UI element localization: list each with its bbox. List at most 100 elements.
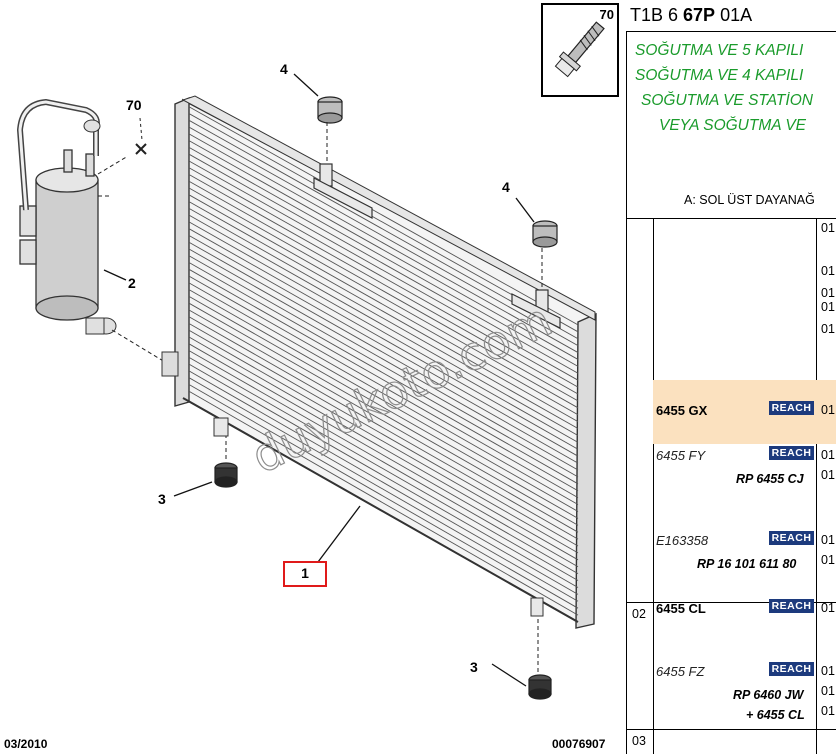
fin-line [188, 282, 579, 505]
fin-line [188, 329, 579, 554]
part-ref-e163358[interactable]: E163358 [656, 533, 709, 548]
fin-line [188, 268, 579, 492]
receiver-drier[interactable] [19, 149, 99, 321]
fin-line [188, 384, 579, 609]
fin-line [188, 167, 579, 388]
replacement-ref[interactable]: RP 6455 CJ [736, 472, 804, 486]
fin-line [188, 221, 579, 443]
fin-line [188, 356, 579, 581]
reach-badge: REACH [769, 662, 814, 676]
group-number: 03 [632, 734, 646, 748]
desc-line: SOĞUTMA VE STATİON [641, 92, 813, 109]
group-divider [626, 602, 836, 603]
fin-line [188, 214, 579, 436]
fin-line [188, 207, 579, 429]
rubber-mount-4a[interactable] [317, 96, 343, 124]
rubber-mount-3b[interactable] [528, 674, 552, 700]
callout-70: 70 [126, 97, 142, 113]
fin-line [188, 248, 579, 471]
replacement-ref[interactable]: RP 6460 JW [733, 688, 804, 702]
fin-line [188, 194, 579, 416]
inlet-fitting [161, 351, 179, 377]
fin-line [188, 309, 579, 533]
fin-line [188, 350, 579, 575]
screw-icon [554, 21, 605, 78]
part-ref-6455-cl[interactable]: 6455 CL [656, 601, 706, 616]
qty-cell: 01 [821, 221, 835, 235]
fin-line [188, 377, 579, 602]
part-70-thumbnail[interactable]: 70 [541, 3, 619, 97]
replacement-ref[interactable]: RP 16 101 611 80 [697, 557, 797, 571]
fin-line [188, 174, 579, 395]
fin-line [188, 323, 579, 547]
highlighted-callout-box[interactable] [283, 561, 327, 587]
callout-4a: 4 [280, 61, 288, 77]
thumbnail-number: 70 [599, 7, 614, 22]
mount-pin-right [511, 289, 561, 329]
fin-line [188, 133, 579, 353]
qty-cell: 01 [821, 300, 835, 314]
fin-line [188, 336, 579, 561]
replacement-ref[interactable]: + 6455 CL [746, 708, 805, 722]
part-ref-6455-gx[interactable]: 6455 GX [656, 403, 708, 418]
pipe-fitting [83, 119, 117, 335]
qty-cell: 01 [821, 533, 835, 547]
fin-line [188, 262, 579, 485]
group-number: 02 [632, 607, 646, 621]
reach-badge: REACH [769, 446, 814, 460]
fin-line [188, 153, 579, 374]
lower-pin-left [213, 417, 229, 437]
fin-line [188, 296, 579, 519]
fin-line [188, 343, 579, 568]
fin-line [188, 228, 579, 450]
title-prefix: T1B 6 [630, 5, 684, 25]
callout-3b: 3 [470, 659, 478, 675]
rubber-mount-3a[interactable] [214, 462, 238, 488]
fin-line [188, 106, 579, 326]
qty-cell: 01 [821, 403, 835, 417]
condenser-radiator[interactable] [174, 95, 597, 629]
rubber-mount-4b[interactable] [532, 220, 558, 248]
title-code: 67P [683, 5, 716, 25]
fin-line [188, 201, 579, 423]
col-divider [816, 218, 817, 754]
part-ref-6455-fy[interactable]: 6455 FY [656, 448, 706, 463]
fin-line [188, 147, 579, 367]
position-note: A: SOL ÜST DAYANAĞ [684, 193, 815, 207]
table-divider [626, 218, 836, 219]
qty-cell: 01 [821, 448, 835, 462]
qty-cell: 01 [821, 664, 835, 678]
fin-line [188, 275, 579, 499]
parts-title: T1B 6 67P 01A [626, 0, 836, 32]
part-ref-6455-fz[interactable]: 6455 FZ [656, 664, 705, 679]
fin-line [188, 316, 579, 540]
fin-line [188, 302, 579, 526]
reach-badge: REACH [769, 599, 814, 613]
fin-line [188, 289, 579, 512]
parts-diagram: 70 4 4 2 3 3 duyukoto.com [16, 61, 597, 700]
lower-pin-right [530, 597, 544, 617]
qty-cell: 01 [821, 286, 835, 300]
fin-line [188, 370, 579, 595]
radiator-fins [188, 106, 579, 616]
qty-cell: 01 [821, 322, 835, 336]
leader-lines [103, 73, 535, 687]
callout-2: 2 [128, 275, 136, 291]
qty-cell: 01 [821, 468, 835, 482]
title-suffix: 01A [715, 5, 753, 25]
fin-line [188, 235, 579, 457]
desc-line: SOĞUTMA VE 5 KAPILI [635, 42, 804, 59]
qty-cell: 01 [821, 684, 835, 698]
reach-badge: REACH [769, 531, 814, 545]
mount-pin-left [313, 163, 373, 219]
callout-4b: 4 [502, 179, 510, 195]
qty-cell: 01 [821, 264, 835, 278]
qty-cell: 01 [821, 553, 835, 567]
col-divider [653, 218, 654, 754]
application-description: SOĞUTMA VE 5 KAPILI SOĞUTMA VE 4 KAPILI … [626, 38, 836, 138]
fin-line [188, 160, 579, 381]
diagram-date: 03/2010 [4, 737, 48, 751]
callout-1: 1 [301, 565, 309, 581]
qty-cell: 01 [821, 704, 835, 718]
qty-cell: 01 [821, 601, 835, 615]
